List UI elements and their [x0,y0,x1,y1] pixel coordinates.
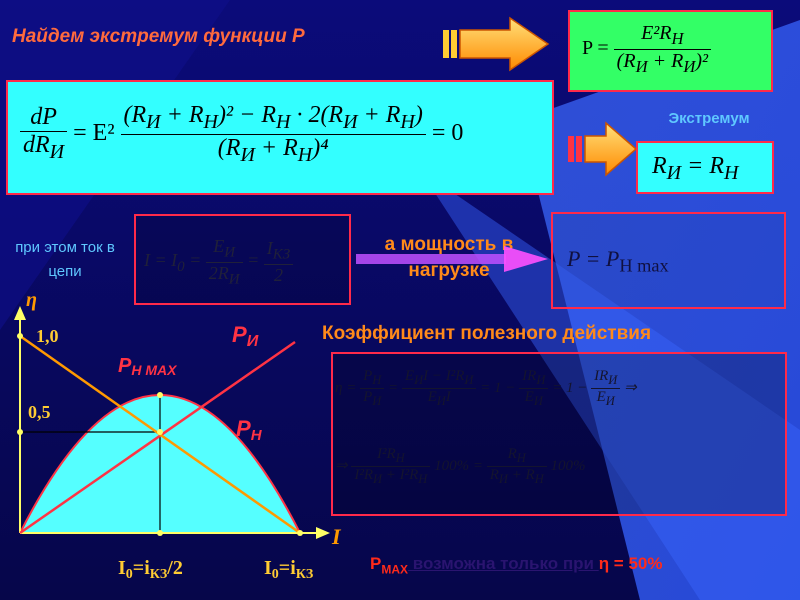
point-eta-05 [17,429,23,435]
tick-05: 0,5 [28,402,51,422]
x-label-half: I0=iКЗ/2 [118,557,183,582]
extremum-result-box: RИ = RН [636,141,774,194]
arrow-right-icon [443,16,550,72]
efficiency-title: Коэффициент полезного действия [322,323,652,344]
y-axis-arrow [14,306,26,320]
power-load-label: а мощность в нагрузке [384,234,514,281]
pi-line [19,340,296,535]
conclusion-text: PMAX возможна только при η = 50% [370,554,663,577]
power-formula-box: P = E²RН (RИ + RИ)² [568,10,773,92]
arrow-right-icon [568,121,638,177]
point-x-full [297,530,303,536]
x-label-full: I0=iКЗ [264,557,313,582]
current-label: при этом ток в цепи [15,239,115,280]
x-axis-arrow [316,527,330,539]
power-efficiency-chart: η I 1,0 0,5 PИ PН МАХ PН I0=iКЗ/2 I0=iКЗ [14,289,342,582]
label-pn: PН [236,416,263,444]
label-pn-max: PН МАХ [118,355,178,378]
point-x-half [157,530,163,536]
point-pn-max [157,392,163,398]
current-axis-label: I [331,524,342,549]
page-title: Найдем экстремум функции P [12,26,305,47]
tick-1: 1,0 [36,326,59,346]
label-pi: PИ [232,322,259,350]
extremum-label: Экстремум [668,110,750,127]
point-intersection [157,429,163,435]
arrow-right-icon [356,246,548,272]
point-eta-1 [17,333,23,339]
power-max-formula-box: P = PH max [551,212,786,309]
derivative-formula-box: dP dRИ = E² (RИ + RН)² − RН · 2(RИ + RН)… [6,80,554,195]
eta-axis-label: η [26,289,37,311]
